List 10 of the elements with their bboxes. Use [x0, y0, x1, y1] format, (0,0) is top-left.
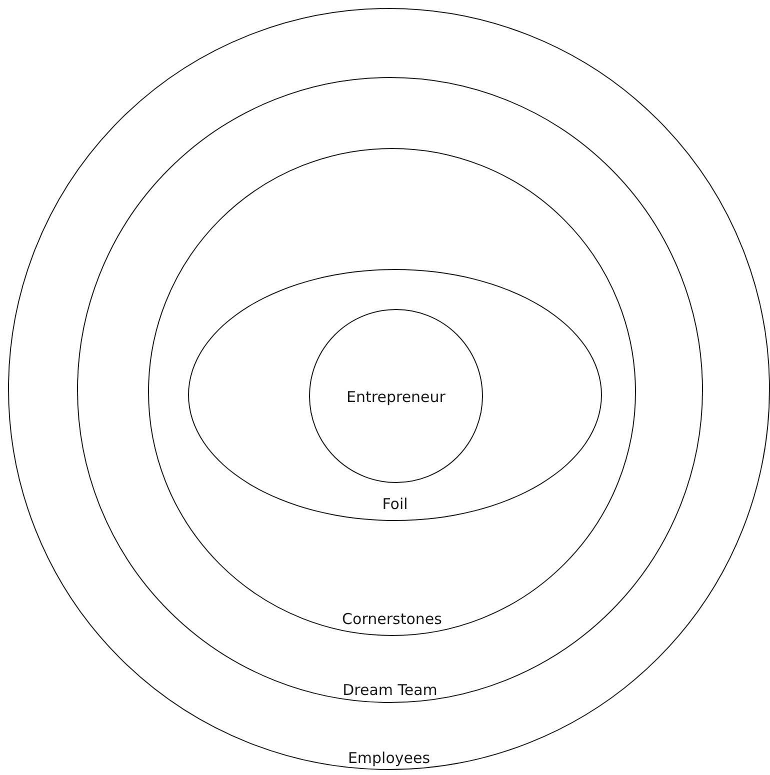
ring-label: Entrepreneur [346, 388, 446, 406]
ring [309, 309, 483, 483]
ring-label: Foil [382, 495, 408, 513]
ring [188, 269, 602, 521]
ring-label: Employees [348, 749, 430, 767]
ring [77, 77, 703, 703]
ring [148, 148, 636, 636]
ring [8, 8, 770, 770]
ring-label: Dream Team [342, 681, 438, 699]
ring-label: Cornerstones [342, 610, 442, 628]
